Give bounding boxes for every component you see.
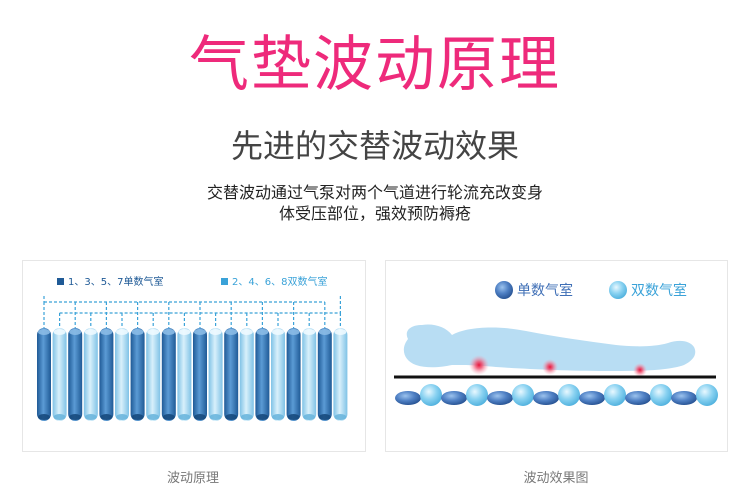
odd-air-chamber xyxy=(99,328,114,421)
double-air-chamber xyxy=(650,384,672,406)
legend-odd-swatch xyxy=(57,278,64,285)
legend-odd-label: 1、3、5、7单数气室 xyxy=(68,275,163,288)
odd-air-chamber xyxy=(130,328,145,421)
mattress-chambers xyxy=(395,384,718,406)
even-air-chamber xyxy=(208,328,223,421)
even-air-chamber xyxy=(177,328,192,421)
single-air-chamber xyxy=(395,391,421,405)
wave-principle-panel: 1、3、5、7单数气室 2、4、6、8双数气室 xyxy=(22,260,366,452)
legend-single-chamber-icon xyxy=(495,281,513,299)
even-air-chamber xyxy=(146,328,161,421)
caption-wave-effect: 波动效果图 xyxy=(523,471,589,486)
odd-air-chamber xyxy=(37,328,51,421)
wave-effect-panel: 单数气室 双数气室 xyxy=(385,260,728,452)
double-air-chamber xyxy=(696,384,718,406)
double-air-chamber xyxy=(604,384,626,406)
single-air-chamber xyxy=(671,391,697,405)
pressure-point-2 xyxy=(542,359,558,375)
wave-principle-diagram: 1、3、5、7单数气室 2、4、6、8双数气室 xyxy=(37,275,348,421)
even-air-chamber xyxy=(83,328,98,421)
single-air-chamber xyxy=(487,391,513,405)
legend-even-label: 2、4、6、8双数气室 xyxy=(232,275,327,288)
single-air-chamber xyxy=(579,391,605,405)
single-air-chamber xyxy=(533,391,559,405)
legend-single-chamber-label: 单数气室 xyxy=(517,282,573,299)
legend-double-chamber-icon xyxy=(609,281,627,299)
odd-air-chamber xyxy=(317,328,332,421)
even-air-chamber xyxy=(333,328,348,421)
double-air-chamber xyxy=(558,384,580,406)
single-air-chamber xyxy=(441,391,467,405)
page-subtitle: 先进的交替波动效果 xyxy=(230,127,519,165)
caption-wave-principle: 波动原理 xyxy=(166,471,219,486)
odd-air-chamber xyxy=(286,328,301,421)
double-air-chamber xyxy=(466,384,488,406)
air-chambers xyxy=(37,328,348,421)
even-air-chamber xyxy=(271,328,285,421)
single-air-chamber xyxy=(625,391,651,405)
page-title: 气垫波动原理 xyxy=(189,30,561,100)
double-air-chamber xyxy=(512,384,534,406)
odd-air-chamber xyxy=(161,328,176,421)
even-air-chamber xyxy=(52,328,67,421)
odd-air-chamber xyxy=(224,328,239,421)
odd-air-chamber xyxy=(68,328,83,421)
double-air-chamber xyxy=(420,384,442,406)
even-air-chamber xyxy=(302,328,317,421)
description-line-2: 体受压部位，强效预防褥疮 xyxy=(278,204,471,223)
legend-double-chamber-label: 双数气室 xyxy=(631,282,687,299)
pressure-point-1 xyxy=(469,355,489,375)
even-air-chamber xyxy=(115,328,129,421)
pressure-point-3 xyxy=(633,363,647,377)
even-air-chamber xyxy=(239,328,254,421)
odd-air-chamber xyxy=(193,328,207,421)
wave-effect-diagram: 单数气室 双数气室 xyxy=(394,281,718,406)
legend-even-swatch xyxy=(221,278,228,285)
odd-air-chamber xyxy=(255,328,270,421)
air-pipes xyxy=(43,296,341,328)
description-line-1: 交替波动通过气泵对两个气道进行轮流充改变身 xyxy=(206,183,543,202)
